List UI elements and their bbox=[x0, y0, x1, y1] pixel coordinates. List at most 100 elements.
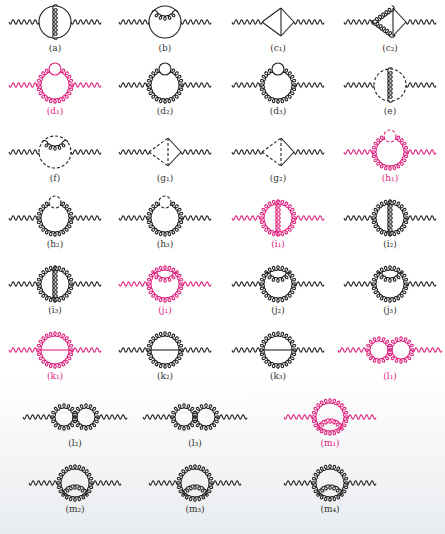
diagram-label: (m₁) bbox=[320, 438, 339, 449]
diagram-label: (m₂) bbox=[65, 504, 84, 515]
photon-line bbox=[294, 20, 324, 24]
gluon-line bbox=[318, 485, 342, 495]
gluon-line bbox=[193, 404, 219, 430]
gluon-line bbox=[53, 5, 57, 40]
fermion-line bbox=[281, 152, 294, 166]
fermion-line bbox=[262, 8, 281, 22]
gluon-line bbox=[388, 68, 392, 103]
diagram-label: (h₁) bbox=[382, 173, 398, 184]
diagram-label: (k₁) bbox=[47, 371, 63, 382]
ghost-line bbox=[262, 152, 281, 166]
photon-line bbox=[97, 415, 127, 419]
gluon-line bbox=[177, 465, 213, 501]
gluon-line bbox=[372, 6, 394, 23]
fermion-loop bbox=[49, 63, 61, 75]
diagram-label: (f) bbox=[50, 173, 60, 184]
gluon-line bbox=[312, 465, 348, 501]
diagram-label: (b) bbox=[159, 43, 172, 54]
photon-line bbox=[346, 415, 376, 419]
photon-line bbox=[406, 83, 436, 87]
photon-line bbox=[119, 348, 149, 352]
fermion-line bbox=[39, 349, 71, 350]
photon-line bbox=[9, 83, 39, 87]
photon-line bbox=[29, 481, 59, 485]
photon-line bbox=[346, 481, 376, 485]
photon-line bbox=[143, 415, 173, 419]
photon-line bbox=[284, 481, 314, 485]
photon-line bbox=[181, 150, 211, 154]
gluon-line bbox=[260, 332, 296, 368]
diagram-label: (m₃) bbox=[185, 504, 204, 515]
gluon-line bbox=[276, 201, 280, 236]
gluon-line bbox=[318, 419, 342, 429]
photon-line bbox=[71, 348, 101, 352]
diagram-label: (d₃) bbox=[270, 106, 286, 117]
photon-line bbox=[71, 282, 101, 286]
fermion-loop bbox=[159, 63, 171, 75]
diagram-label: (g₂) bbox=[270, 173, 286, 184]
diagram-label: (l₁) bbox=[383, 371, 397, 382]
photon-line bbox=[9, 282, 39, 286]
gluon-line bbox=[372, 200, 408, 236]
photon-line bbox=[149, 481, 179, 485]
diagram-label: (l₂) bbox=[68, 438, 82, 449]
diagram-label: (g₁) bbox=[157, 173, 173, 184]
gluon-line bbox=[73, 404, 99, 430]
photon-line bbox=[232, 83, 262, 87]
diagram-label: (j₂) bbox=[271, 305, 284, 316]
diagram-label: (k₃) bbox=[270, 371, 286, 382]
photon-line bbox=[284, 415, 314, 419]
fermion-line bbox=[281, 8, 294, 22]
gluon-line bbox=[147, 332, 183, 368]
photon-line bbox=[344, 20, 374, 24]
gluon-line bbox=[260, 200, 296, 236]
photon-line bbox=[232, 282, 262, 286]
photon-line bbox=[294, 150, 324, 154]
gluon-line bbox=[388, 201, 392, 236]
photon-line bbox=[9, 216, 39, 220]
fermion-line bbox=[393, 22, 406, 36]
diagram-label: (j₁) bbox=[158, 305, 171, 316]
photon-line bbox=[217, 415, 247, 419]
diagram-label: (i₁) bbox=[271, 239, 285, 250]
photon-line bbox=[181, 216, 211, 220]
ghost-line bbox=[149, 152, 168, 166]
ghost-loop bbox=[384, 130, 396, 142]
fermion-line bbox=[281, 22, 294, 36]
photon-line bbox=[71, 150, 101, 154]
gluon-line bbox=[373, 20, 395, 37]
diagram-label: (j₃) bbox=[383, 305, 396, 316]
photon-line bbox=[338, 348, 368, 352]
ghost-line bbox=[280, 138, 281, 166]
diagram-label: (m₄) bbox=[320, 504, 339, 515]
diagram-label: (d₁) bbox=[47, 106, 63, 117]
gluon-line bbox=[265, 272, 291, 282]
photon-line bbox=[119, 282, 149, 286]
gluon-line bbox=[63, 485, 87, 495]
photon-line bbox=[344, 150, 374, 154]
ghost-line bbox=[149, 138, 168, 152]
photon-line bbox=[9, 150, 39, 154]
photon-line bbox=[71, 216, 101, 220]
ghost-loop bbox=[39, 136, 71, 168]
photon-line bbox=[9, 348, 39, 352]
diagram-label: (i₂) bbox=[383, 239, 397, 250]
photon-line bbox=[181, 348, 211, 352]
diagram-label: (c₂) bbox=[382, 43, 398, 54]
photon-line bbox=[294, 83, 324, 87]
photon-line bbox=[119, 216, 149, 220]
fermion-line bbox=[281, 138, 294, 152]
photon-line bbox=[232, 348, 262, 352]
photon-line bbox=[412, 348, 442, 352]
photon-line bbox=[406, 216, 436, 220]
diagram-label: (l₃) bbox=[188, 438, 202, 449]
gluon-line bbox=[152, 10, 178, 20]
photon-line bbox=[406, 150, 436, 154]
photon-line bbox=[344, 216, 374, 220]
fermion-line bbox=[168, 138, 181, 152]
photon-line bbox=[91, 481, 121, 485]
photon-line bbox=[232, 216, 262, 220]
photon-line bbox=[119, 150, 149, 154]
fermion-line bbox=[262, 349, 294, 350]
photon-line bbox=[294, 348, 324, 352]
